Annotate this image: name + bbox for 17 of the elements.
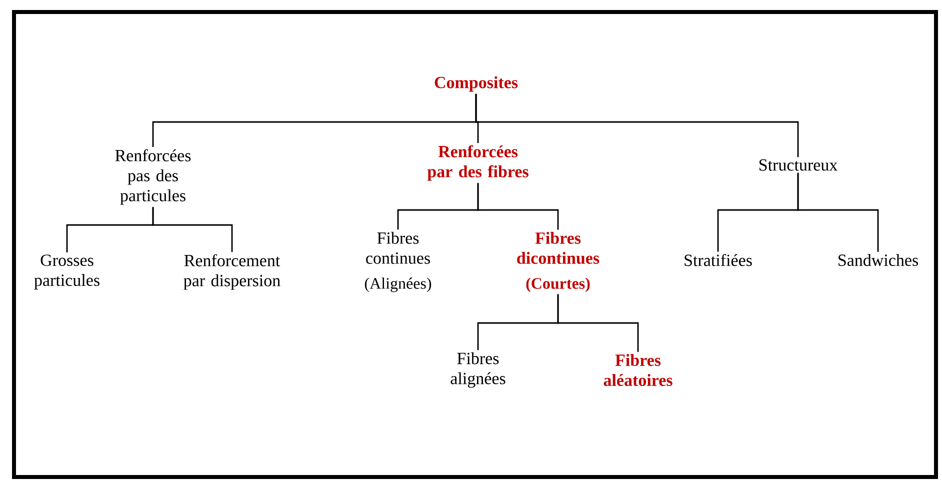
category-label: Sandwiches [838,254,918,266]
category-label: Fibres continues (Alignées) [364,232,432,292]
category-label: Structureux [760,159,838,171]
tree-connector [797,172,879,252]
tree-connector [557,294,639,352]
tree-connector [477,183,559,230]
category-label: Stratifiées [684,254,752,266]
highlighted-label: Renforcées par des fibres [427,145,528,181]
highlighted-label: Fibres dicontinues (Courtes) [517,232,600,292]
category-label: Renforcement par dispersion [184,254,280,290]
tree-connector [475,94,799,158]
category-label: Grosses particules [34,254,100,290]
tree-connector [152,207,233,252]
highlighted-label: Fibres aléatoires [604,354,672,386]
category-label: Renforcées pas des particules [115,149,191,205]
category-label: Fibres alignées [450,352,506,388]
highlighted-label: Composites [434,76,518,92]
